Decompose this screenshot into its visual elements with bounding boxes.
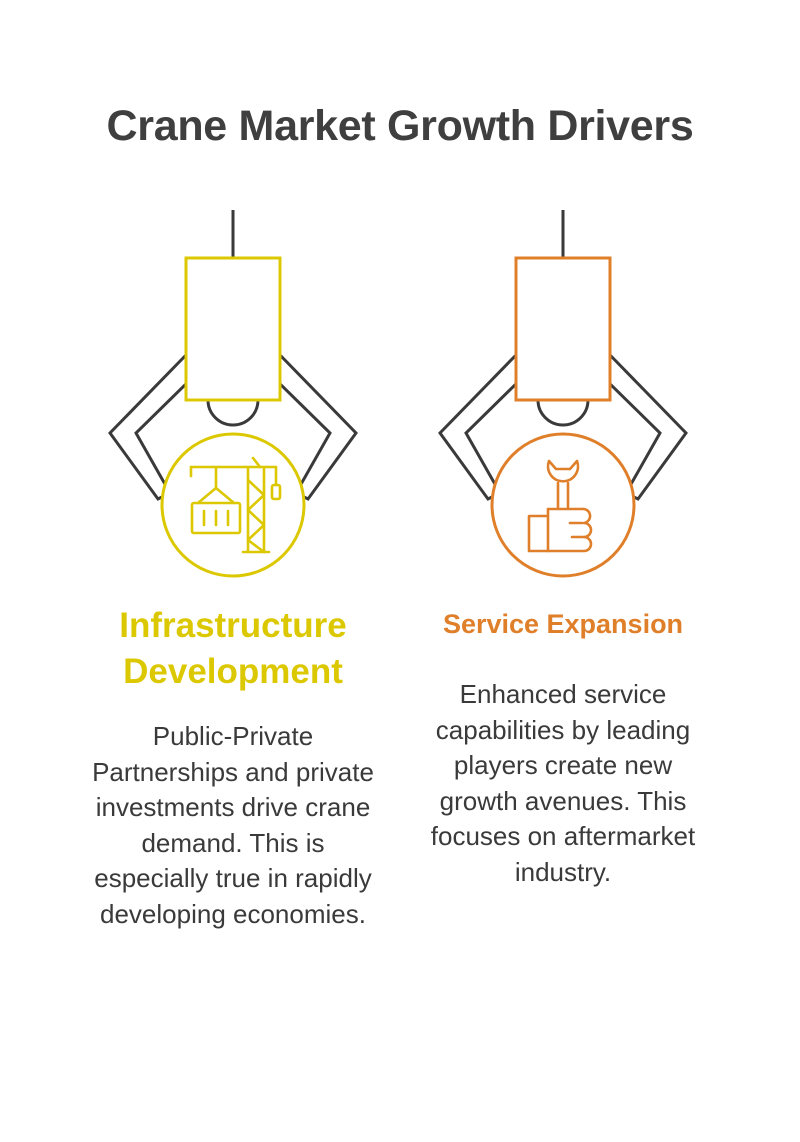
crane-claw-graphic (438, 210, 688, 578)
icon-circle (160, 432, 306, 578)
claw-housing (514, 256, 612, 402)
claw-hinge (536, 399, 590, 427)
card-title: Infrastructure Development (119, 606, 347, 691)
card-description: Public-Private Partnerships and private … (92, 721, 374, 929)
claw-housing (184, 256, 282, 402)
card-title: Service Expansion (442, 609, 684, 639)
crane-construction-icon (189, 456, 282, 554)
card-description: Enhanced service capabilities by leading… (430, 679, 696, 887)
crane-claw-graphic (108, 210, 358, 578)
claw-hinge (206, 399, 260, 427)
icon-circle (490, 432, 636, 578)
page-title: Crane Market Growth Drivers (106, 102, 694, 150)
wrench-hand-icon (527, 459, 593, 553)
